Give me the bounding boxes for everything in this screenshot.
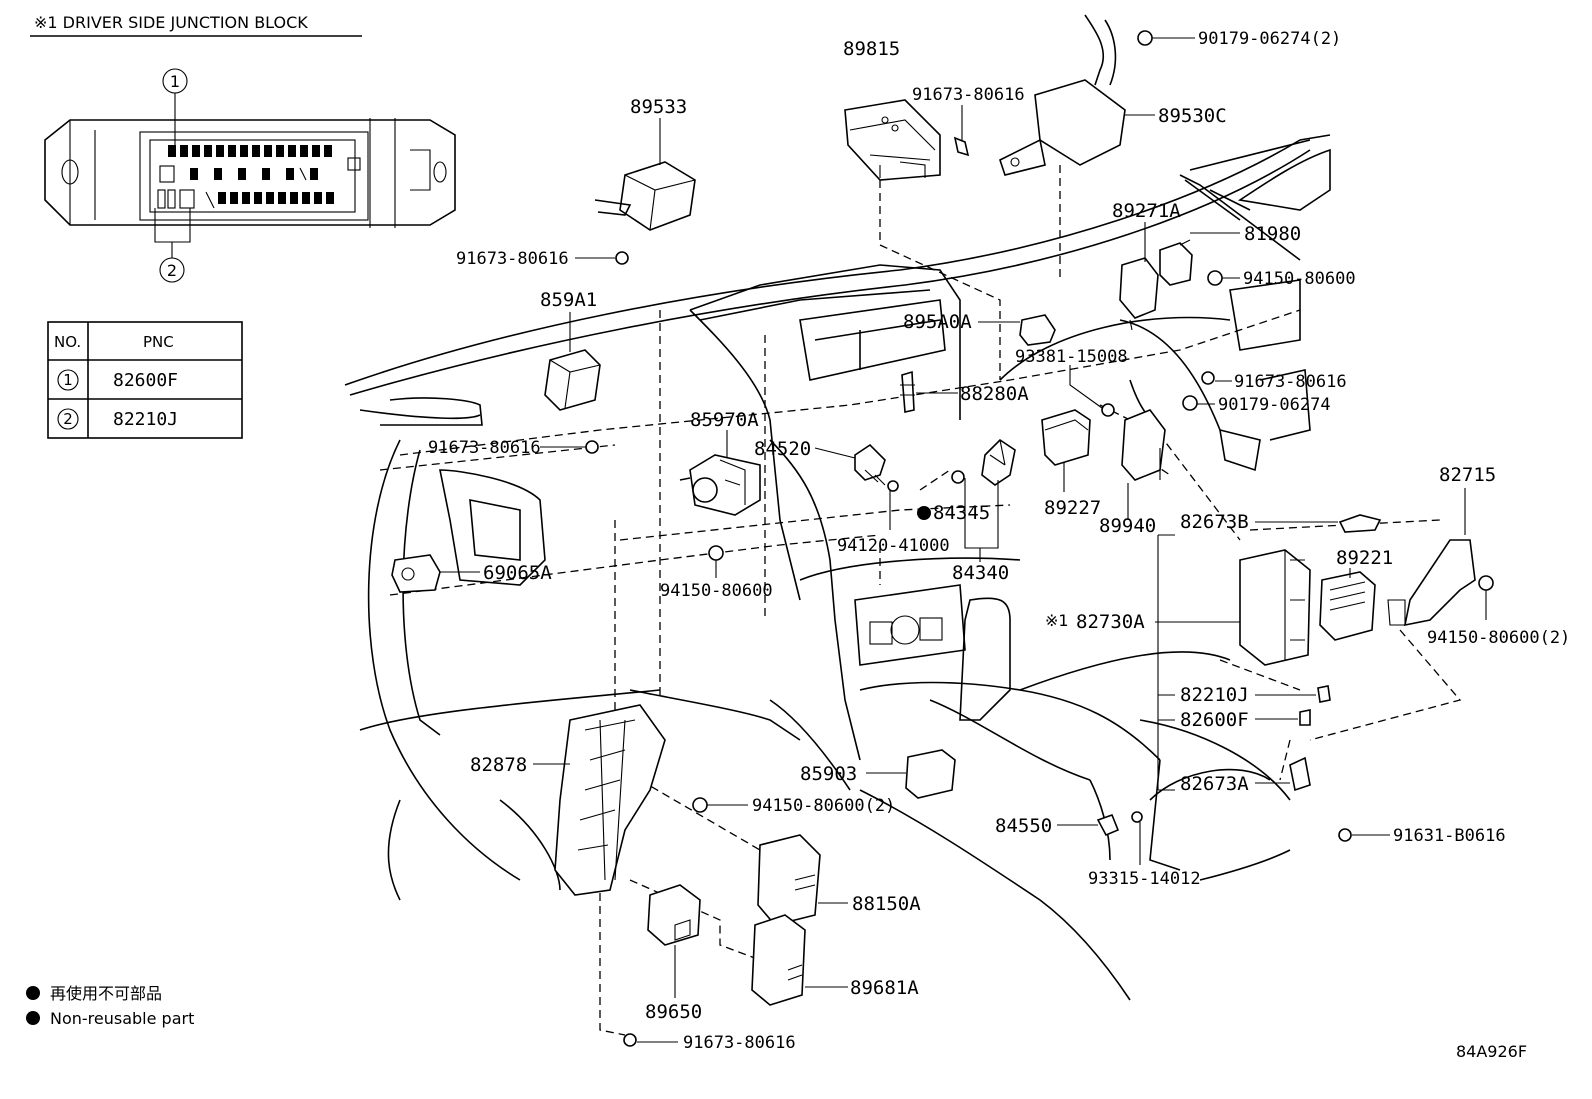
label-82878: 82878 [470, 754, 527, 776]
table-row-1-no: 1 [63, 371, 73, 389]
part-895A0A-sensor [1019, 314, 1056, 346]
label-82210J: 82210J [1180, 684, 1249, 706]
callout-1-circle [162, 68, 188, 94]
legend-english: Non-reusable part [50, 1009, 194, 1028]
table-header-pnc: PNC [143, 333, 174, 351]
part-89227-module [1041, 409, 1091, 466]
part-85970A-switch [679, 454, 761, 516]
callout-2-leader [154, 208, 191, 258]
label-84340: 84340 [952, 562, 1009, 584]
part-82210J-fuse [1317, 685, 1331, 703]
part-88280A-sensor [900, 370, 915, 413]
part-69065A-switch [391, 554, 441, 593]
part-84550-sensor [1096, 813, 1120, 837]
label-89815: 89815 [843, 38, 900, 60]
label-94120-41000: 94120-41000 [837, 536, 950, 556]
label-89681A: 89681A [850, 977, 919, 999]
label-91673-80616-d: 91673-80616 [428, 438, 541, 458]
label-90179-06274: 90179-06274 [1218, 395, 1331, 415]
label-90179-06274-2: 90179-06274(2) [1198, 29, 1341, 49]
legend-marker-jp [26, 986, 40, 1000]
callout-1-label: 1 [170, 72, 180, 91]
label-94150-80600-d: 94150-80600(2) [752, 796, 895, 816]
part-84520-switch [854, 443, 886, 486]
part-82600F-fuse [1299, 709, 1311, 726]
label-91673-80616-e: 91673-80616 [683, 1033, 796, 1053]
table-header-no: NO. [54, 333, 81, 351]
table-row-1-pnc: 82600F [113, 370, 178, 391]
label-89533: 89533 [630, 96, 687, 118]
label-85903: 85903 [800, 763, 857, 785]
label-84520: 84520 [754, 438, 811, 460]
legend: 再使用不可部品 Non-reusable part [26, 984, 194, 1028]
label-81980: 81980 [1244, 223, 1301, 245]
label-89940: 89940 [1099, 515, 1156, 537]
label-89227: 89227 [1044, 497, 1101, 519]
label-89530C: 89530C [1158, 105, 1227, 127]
label-88150A: 88150A [852, 893, 921, 915]
non-reusable-marker-84345 [917, 506, 931, 520]
label-91631-B0616: 91631-B0616 [1393, 826, 1506, 846]
label-94150-80600-a: 94150-80600 [1243, 269, 1356, 289]
label-82673B: 82673B [1180, 511, 1249, 533]
part-82730A-junction-block [1239, 549, 1311, 666]
label-82715: 82715 [1439, 464, 1496, 486]
part-84340-switch [981, 438, 1016, 486]
part-88150A-module [757, 834, 821, 926]
part-89221-module [1319, 571, 1376, 641]
callout-2-label: 2 [167, 261, 177, 280]
label-94150-80600-b: 94150-80600 [660, 581, 773, 601]
part-82715-bracket [1387, 539, 1476, 627]
part-82878-bracket [554, 704, 666, 896]
part-85903-relay [905, 749, 956, 799]
label-89221: 89221 [1336, 547, 1393, 569]
legend-japanese: 再使用不可部品 [50, 984, 162, 1003]
part-81980-sensor [1159, 242, 1193, 286]
label-82730A-mark: ※1 [1045, 611, 1069, 630]
label-89650: 89650 [645, 1001, 702, 1023]
part-89681A-module [751, 914, 806, 1006]
pnc-table: NO. PNC 1 82600F 2 82210J [47, 321, 243, 439]
part-89530C-module [999, 14, 1126, 176]
label-82600F: 82600F [1180, 709, 1249, 731]
part-82673A-clip [1289, 756, 1311, 792]
label-82673A: 82673A [1180, 773, 1249, 795]
label-93381-15008: 93381-15008 [1015, 347, 1128, 367]
part-89533-module [594, 161, 696, 231]
table-row-2-pnc: 82210J [113, 409, 178, 430]
label-93315-14012: 93315-14012 [1088, 869, 1201, 889]
label-91673-80616-a: 91673-80616 [912, 85, 1025, 105]
part-89815-connector [844, 99, 941, 181]
label-91673-80616-c: 91673-80616 [1234, 372, 1347, 392]
part-89940-module [1121, 379, 1166, 481]
label-88280A: 88280A [960, 383, 1029, 405]
junction-block-drawing [44, 118, 456, 228]
fasteners [585, 30, 1494, 1047]
part-82673B-clip [1338, 514, 1382, 533]
label-94150-80600-c: 94150-80600(2) [1427, 628, 1570, 648]
legend-marker-en [26, 1011, 40, 1025]
label-89271A: 89271A [1112, 200, 1181, 222]
label-84345: 84345 [933, 502, 990, 524]
label-895A0A: 895A0A [903, 311, 972, 333]
part-89650-module [647, 884, 701, 946]
label-859A1: 859A1 [540, 289, 597, 311]
label-69065A: 69065A [483, 562, 552, 584]
callout-2-circle [159, 257, 185, 283]
label-91673-80616-b: 91673-80616 [456, 249, 569, 269]
label-85970A: 85970A [690, 409, 759, 431]
junction-block-title: ※1 DRIVER SIDE JUNCTION BLOCK [34, 13, 308, 32]
junction-block-inset: ※1 DRIVER SIDE JUNCTION BLOCK [30, 13, 456, 283]
leader-lines [440, 37, 1487, 1043]
diagram-code: 84A926F [1456, 1042, 1527, 1061]
part-labels: 89815 91673-80616 90179-06274(2) 89530C … [428, 29, 1570, 1053]
table-row-2-no: 2 [63, 410, 73, 428]
label-84550: 84550 [995, 815, 1052, 837]
label-82730A: 82730A [1076, 611, 1145, 633]
part-859A1-module [544, 349, 601, 411]
